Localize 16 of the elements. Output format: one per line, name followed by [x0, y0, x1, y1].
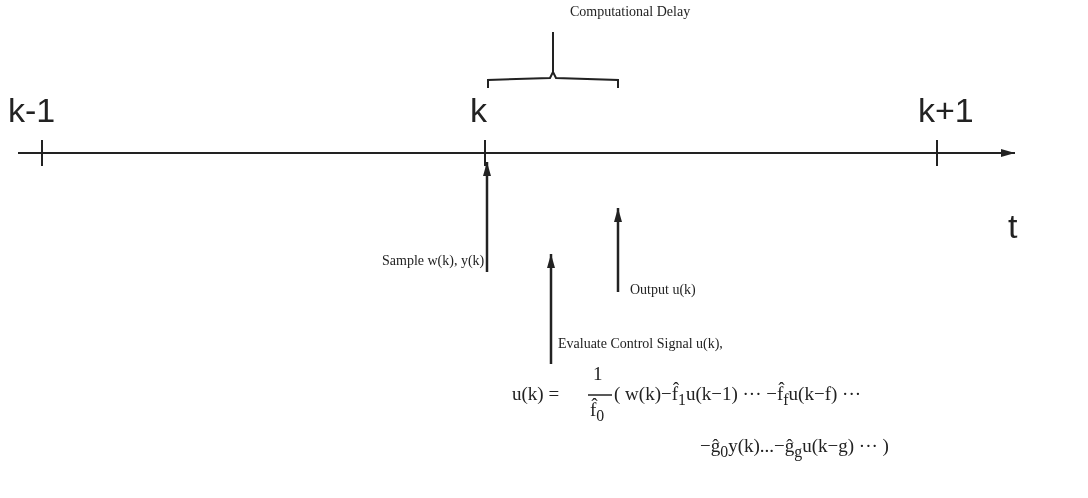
leader-arrow [614, 208, 622, 292]
axis-label: t [1008, 208, 1018, 246]
tick-label: k+1 [918, 92, 974, 130]
leader-arrow [483, 162, 491, 272]
formula-text: −ĝ$_{0}$y(k)...−ĝ$_{g}$u(k−g) ··· ) [700, 436, 889, 461]
tick-label: k-1 [8, 92, 56, 130]
callout-text: Evaluate Control Signal u(k), [558, 336, 723, 352]
formula-text: f̂$_{0}$ [590, 400, 605, 425]
bracket-label: Computational Delay [570, 4, 691, 20]
formula-text: ( w(k)−f̂$_{1}$u(k−1) ··· −f̂$_{f}$u(k−f) ··· [614, 384, 862, 409]
leader-arrow [547, 254, 555, 364]
formula-text: u(k) = [512, 384, 560, 405]
callout-text: Output u(k) [630, 282, 696, 298]
tick-label: k [470, 92, 487, 130]
callout-text: Sample w(k), y(k) [382, 253, 485, 269]
formula-text: 1 [593, 364, 603, 385]
